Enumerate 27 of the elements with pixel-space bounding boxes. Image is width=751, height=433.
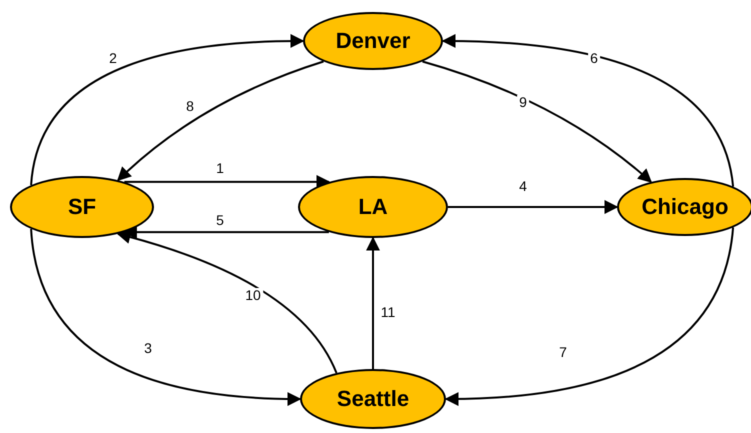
arrow <box>442 34 734 187</box>
edge-label: 7 <box>557 345 569 359</box>
arrow <box>116 230 338 374</box>
city-name: SF <box>68 193 96 221</box>
city-name: Denver <box>336 27 410 55</box>
edge-label: 3 <box>142 341 154 355</box>
city-name: Seattle <box>336 385 410 413</box>
arrow <box>30 228 302 406</box>
arrow <box>366 236 380 369</box>
edge-label: 1 <box>214 161 226 175</box>
arrow <box>30 34 304 186</box>
edge-label: 5 <box>214 213 226 227</box>
edge-label: 10 <box>243 288 263 302</box>
edge-label: 6 <box>588 51 600 65</box>
arrow <box>448 200 618 214</box>
city-name: LA <box>358 193 388 221</box>
edge-label: 11 <box>378 305 398 319</box>
arrow <box>116 60 324 182</box>
arrow <box>444 227 734 406</box>
city-ellipse <box>617 178 751 236</box>
city-name: Chicago <box>642 193 728 221</box>
arrow <box>124 174 330 189</box>
edge-label: 9 <box>517 95 529 109</box>
edge-label: 8 <box>184 99 196 113</box>
edge-label: 4 <box>517 179 529 193</box>
edge-label: 2 <box>107 51 119 65</box>
arrow <box>422 60 652 183</box>
